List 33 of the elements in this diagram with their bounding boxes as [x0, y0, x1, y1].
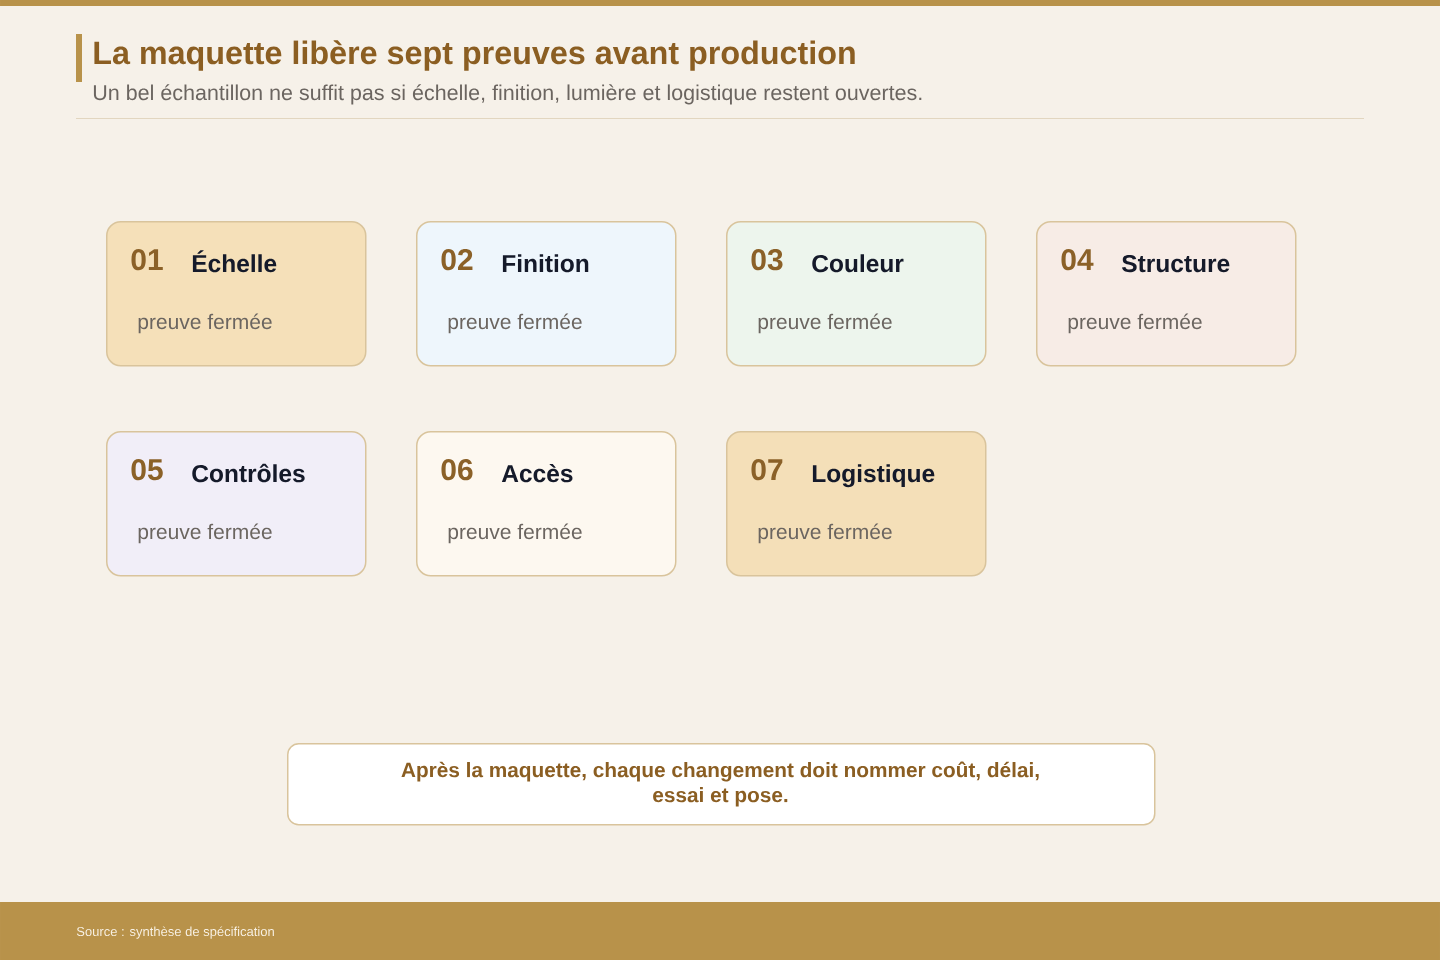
status-text: preuve fermée	[758, 523, 892, 544]
note-box	[287, 743, 1156, 826]
step-number: 03	[751, 249, 783, 271]
status-text: preuve fermée	[448, 313, 582, 334]
card-title: Logistique	[812, 464, 935, 488]
step-number: 05	[131, 459, 163, 481]
status-text: preuve fermée	[1068, 313, 1202, 334]
card-title: Couleur	[812, 254, 904, 273]
status-text: preuve fermée	[758, 313, 892, 334]
step-number: 06	[441, 459, 473, 481]
note-text: Après la maquette, chaque changement doit nommer coût, délai, essai et pose.	[401, 761, 1039, 807]
status-text: preuve fermée	[138, 523, 272, 544]
step-number: 01	[131, 249, 163, 271]
card-title: Échelle	[192, 250, 277, 273]
card-title: Accès	[501, 464, 573, 483]
step-card	[106, 221, 367, 367]
step-card	[1036, 221, 1297, 367]
source-note: Source : synthèse de spécification	[76, 926, 274, 939]
title: La maquette libère sept preuves avant production	[94, 40, 855, 71]
step-card	[726, 431, 987, 577]
card-title: Contrôles	[192, 463, 305, 483]
step-card	[726, 221, 987, 367]
step-card	[416, 221, 677, 367]
subtitle: Un bel échantillon ne suffit pas si échelle, finition, lumière et logistique restent ouvertes.	[93, 84, 922, 105]
card-title: Finition	[502, 254, 589, 273]
step-number: 04	[1061, 249, 1094, 271]
step-number: 02	[441, 249, 473, 271]
status-text: preuve fermée	[448, 523, 582, 544]
step-card	[416, 431, 677, 577]
step-card	[106, 431, 367, 577]
card-title: Structure	[1122, 254, 1230, 273]
step-number: 07	[751, 459, 783, 481]
status-text: preuve fermée	[138, 313, 272, 334]
